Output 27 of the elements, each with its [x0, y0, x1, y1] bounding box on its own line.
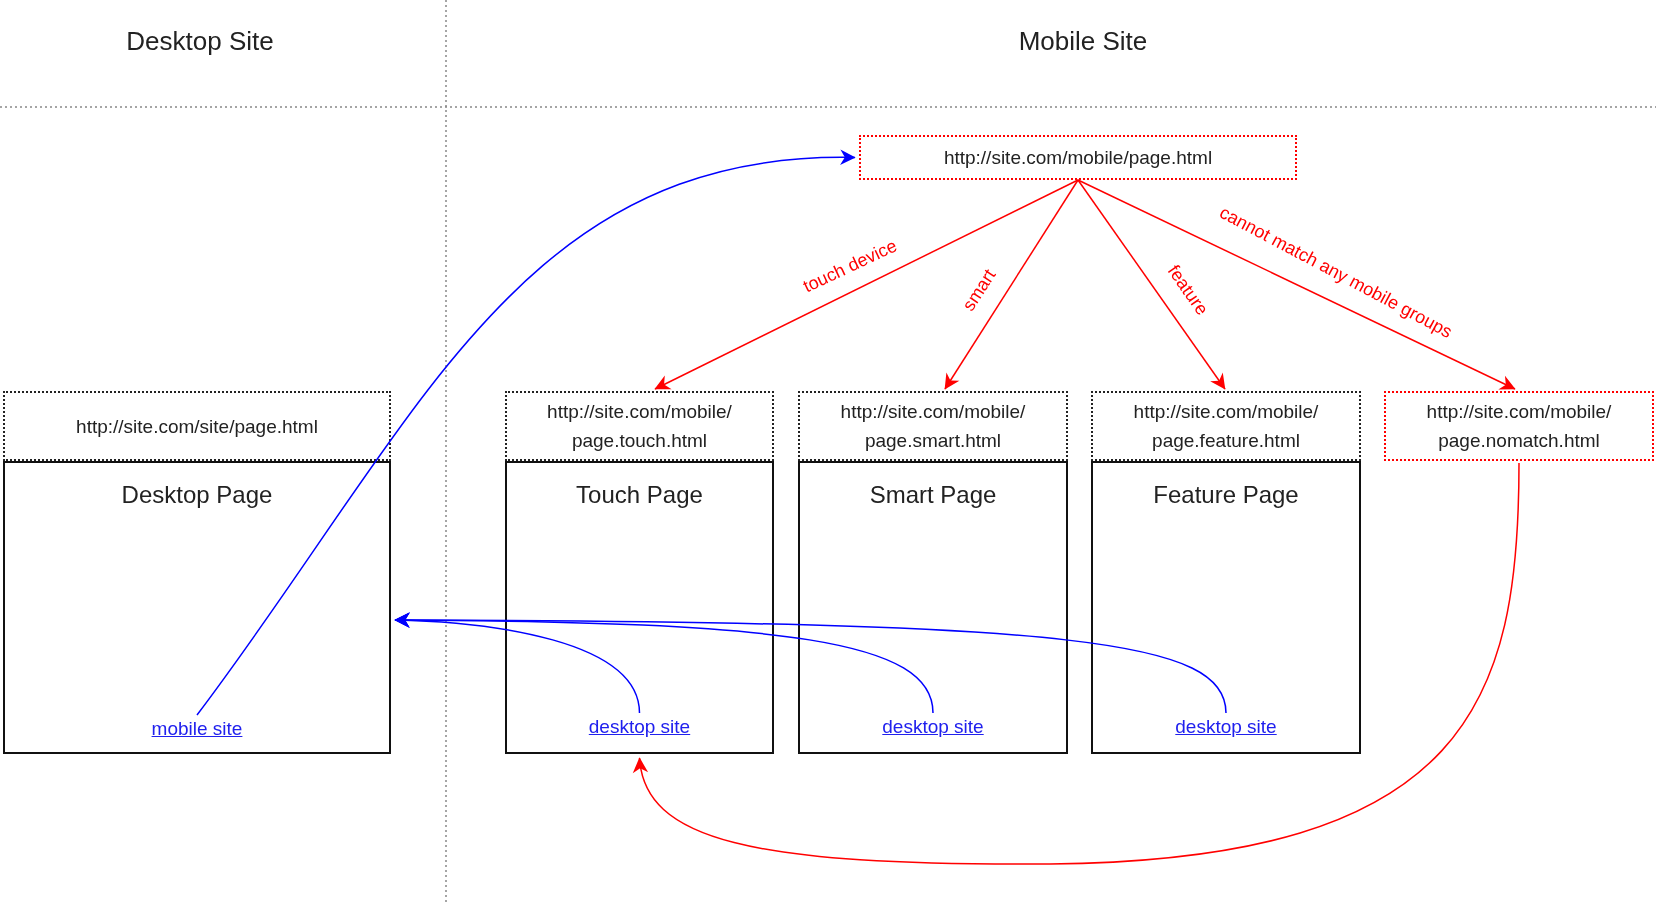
column-heading: Mobile Site	[1018, 26, 1148, 57]
page-box	[3, 461, 391, 754]
arrow	[1077, 179, 1516, 390]
page-box	[798, 461, 1068, 754]
arrow	[196, 150, 856, 716]
url-box: http://site.com/mobile/page.html	[859, 135, 1297, 180]
url-box: http://site.com/site/page.html	[3, 391, 391, 461]
page-title: Feature Page	[1152, 481, 1300, 509]
url-box: http://site.com/mobile/ page.nomatch.html	[1384, 391, 1654, 461]
arrow	[654, 179, 1079, 390]
page-title: Touch Page	[575, 481, 704, 509]
arrow	[1077, 179, 1226, 390]
page-box	[1091, 461, 1361, 754]
column-heading: Desktop Site	[126, 26, 274, 57]
arrow	[634, 462, 1520, 865]
arrow	[944, 179, 1079, 390]
page-title: Desktop Page	[120, 481, 274, 509]
link: mobile site	[137, 717, 257, 741]
page-box	[505, 461, 774, 754]
link: desktop site	[579, 715, 700, 739]
url-box: http://site.com/mobile/ page.touch.html	[505, 391, 774, 461]
link: desktop site	[1166, 715, 1286, 739]
arrow	[394, 612, 1227, 714]
page-title: Smart Page	[868, 481, 998, 509]
url-box: http://site.com/mobile/ page.feature.html	[1091, 391, 1361, 461]
link: desktop site	[873, 715, 993, 739]
url-box: http://site.com/mobile/ page.smart.html	[798, 391, 1068, 461]
